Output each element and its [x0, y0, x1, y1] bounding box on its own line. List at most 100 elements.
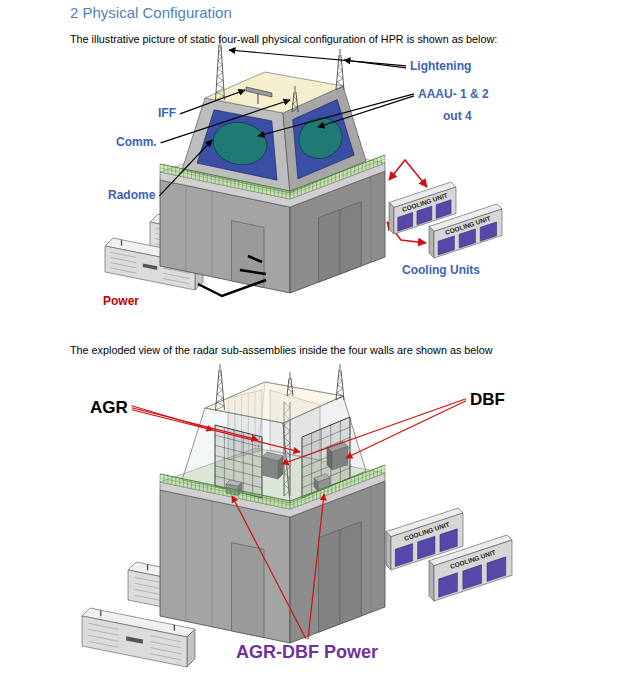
railing-post: [199, 482, 200, 490]
railing-post: [343, 171, 344, 179]
coolant-arrow: [389, 160, 427, 187]
railing-post: [203, 173, 204, 181]
railing-band: [290, 465, 385, 509]
railing-post: [191, 171, 192, 179]
railing-post: [274, 498, 275, 506]
fan-panel: [439, 573, 458, 598]
leader-line: [308, 494, 324, 639]
exhaust-stack: [121, 240, 122, 246]
tower-brace: [336, 370, 344, 400]
railing-post: [226, 488, 227, 496]
louvre: [88, 641, 118, 647]
name-plate: [143, 263, 157, 270]
cooling-container-side: [434, 540, 512, 601]
iff-bar: [246, 87, 272, 97]
callout-label: Comm.: [116, 136, 157, 150]
railing-post: [223, 487, 224, 495]
railing-post: [242, 181, 243, 189]
cooling-unit: COOLING UNIT: [428, 533, 516, 605]
louvre: [150, 636, 180, 642]
cooling-container-end: [429, 226, 434, 258]
fan-panel: [463, 565, 482, 590]
iff-antenna: [246, 87, 272, 104]
lightning-tower: [287, 372, 293, 396]
railing-post: [160, 164, 161, 172]
fan-panel: [438, 236, 454, 255]
railing-post: [350, 168, 351, 176]
tower-brace: [216, 45, 225, 100]
leader-line: [258, 94, 414, 136]
louvre: [150, 642, 180, 648]
louvre: [88, 629, 118, 635]
railing-post: [262, 185, 263, 193]
railing-post: [274, 188, 275, 196]
callout-label: AGR-DBF Power: [236, 642, 378, 663]
callout-label: DBF: [470, 390, 505, 410]
leader-line: [232, 496, 306, 639]
railing-post: [278, 499, 279, 507]
railing-post: [335, 484, 336, 492]
railing-post: [223, 177, 224, 185]
cooling-container-end: [386, 532, 391, 570]
railing-post: [199, 172, 200, 180]
railing-post: [226, 178, 227, 186]
railing-post: [320, 179, 321, 187]
railing-post: [290, 191, 291, 199]
fan-panel: [459, 229, 475, 248]
louvre: [110, 268, 136, 273]
tower-spike: [340, 49, 341, 55]
shelter-door: [232, 221, 265, 288]
generator-container-side: [82, 616, 187, 667]
fan-panel: [417, 206, 432, 225]
callout-label: Radome: [108, 189, 155, 203]
railing-post: [347, 479, 348, 487]
railing-band: [290, 155, 385, 199]
railing-post: [373, 159, 374, 167]
railing-post: [347, 169, 348, 177]
railing-post: [286, 500, 287, 508]
fan-panel: [418, 536, 435, 559]
leader-line: [132, 410, 300, 452]
door-split: [339, 530, 340, 625]
railing-post: [286, 190, 287, 198]
railing-post: [171, 476, 172, 484]
callout-label: IFF: [158, 107, 176, 121]
callout-label: Power: [103, 295, 139, 309]
louvre: [88, 635, 118, 641]
railing-post: [293, 190, 294, 198]
tower-leg: [216, 370, 220, 410]
railing-post: [358, 165, 359, 173]
railing-post: [331, 175, 332, 183]
railing-mid: [160, 478, 290, 505]
radar-roof-open: [205, 382, 343, 423]
railing-post: [358, 475, 359, 483]
railing-post: [258, 494, 259, 502]
railing-post: [282, 499, 283, 507]
railing-mid: [290, 159, 385, 195]
fan-panel: [398, 212, 413, 231]
railing-post: [328, 487, 329, 495]
tower-leg: [292, 92, 294, 112]
radome-frame: [197, 110, 277, 180]
iff-stand: [258, 93, 259, 104]
cooling-container-side: [434, 209, 502, 258]
section-heading: 2 Physical Configuration: [70, 4, 232, 21]
railing-post: [266, 496, 267, 504]
railing-post: [362, 164, 363, 172]
container-shape: [428, 202, 506, 262]
railing-post: [195, 481, 196, 489]
lightning-tower: [336, 49, 344, 90]
railing-post: [215, 175, 216, 183]
tower-spike: [295, 86, 296, 92]
railing-post: [211, 175, 212, 183]
leader-line: [344, 60, 406, 68]
railing-post: [207, 484, 208, 492]
louvre: [88, 623, 118, 629]
cooling-container-end: [429, 561, 434, 601]
wall-seam: [370, 176, 371, 262]
railing-post: [203, 483, 204, 491]
wall-seam: [370, 486, 371, 612]
railing-post: [163, 475, 164, 483]
railing-post: [183, 479, 184, 487]
